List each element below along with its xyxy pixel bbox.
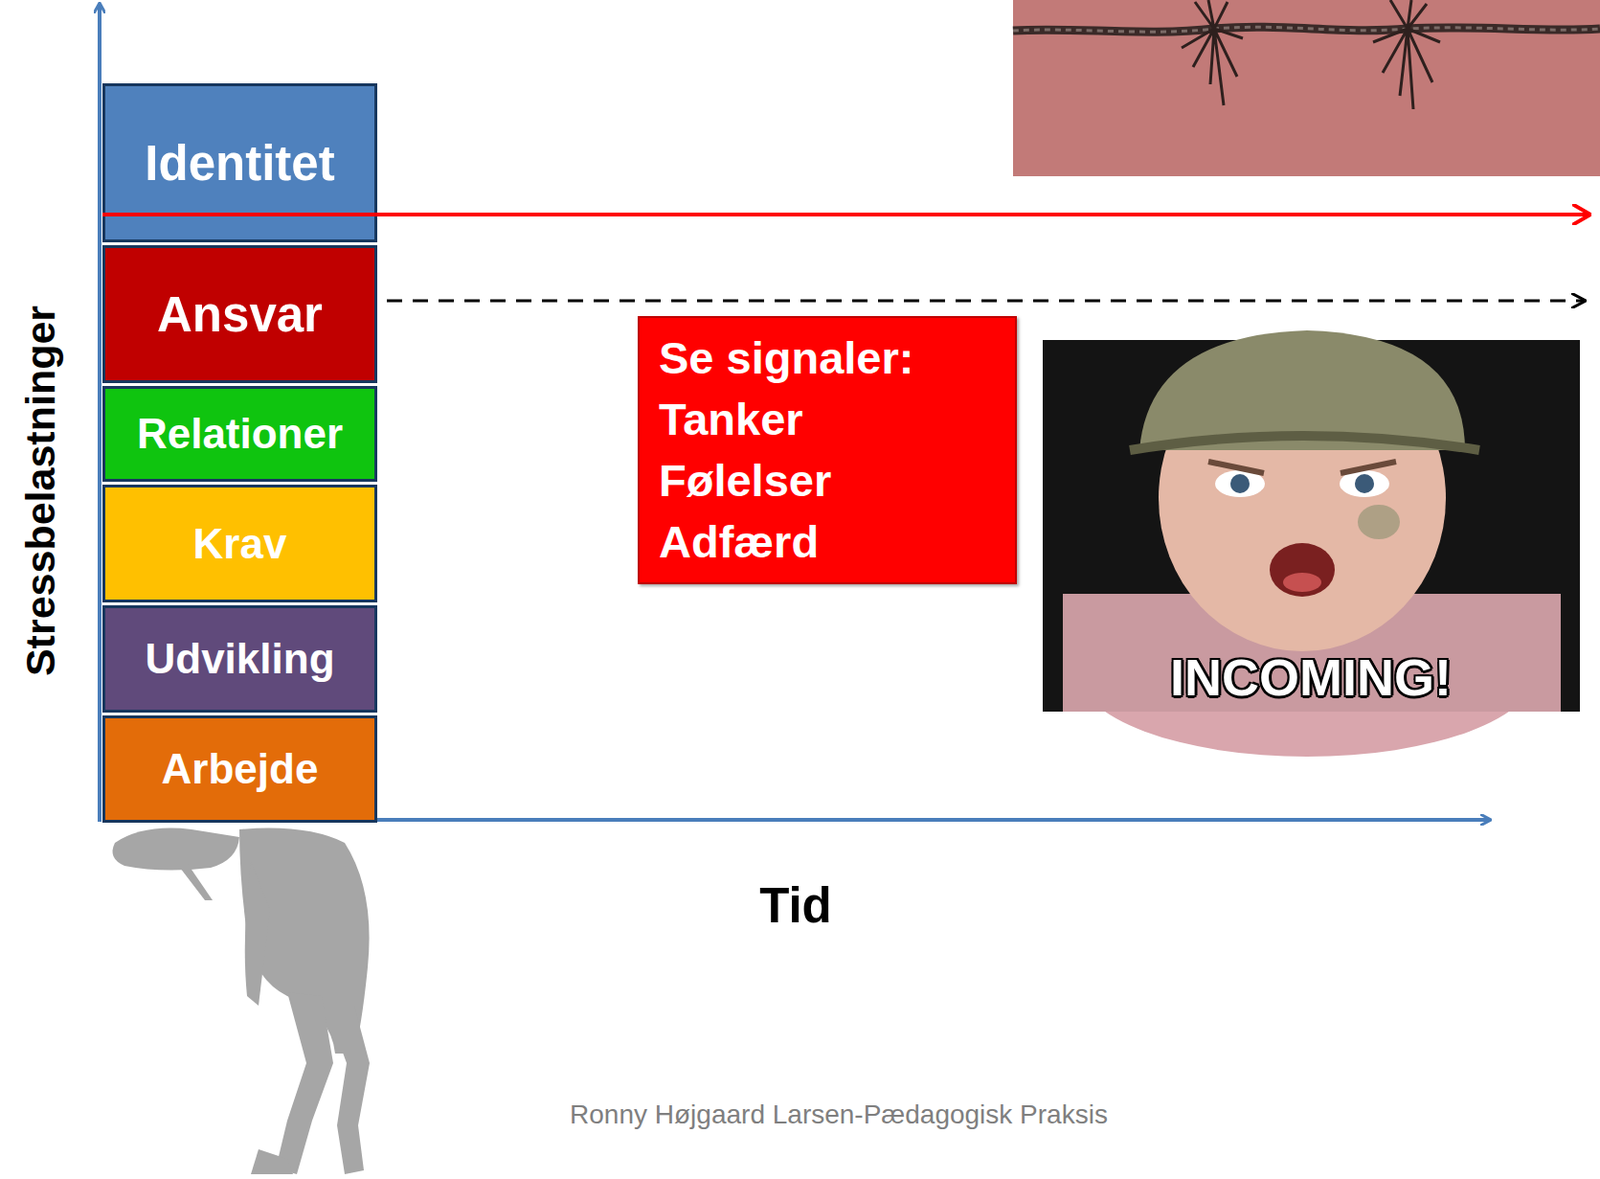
signals-item: Adfærd	[658, 511, 1002, 573]
identity-box: Identitet	[102, 83, 378, 243]
box-label: Ansvar	[157, 286, 323, 343]
responsibility-box: Ansvar	[102, 245, 378, 384]
signals-box: Se signaler:TankerFølelserAdfærd	[637, 315, 1017, 585]
box-label: Krav	[193, 519, 288, 568]
watermark: Ronny Højgaard Larsen-Pædagogisk Praksis	[569, 1099, 1108, 1130]
rope-picture	[1013, 0, 1600, 177]
y-axis-title: Stressbelastninger	[18, 304, 66, 676]
signals-item: Følelser	[658, 450, 1002, 512]
work-box: Arbejde	[102, 715, 378, 823]
box-label: Arbejde	[161, 744, 319, 793]
development-box: Udvikling	[102, 605, 378, 713]
signals-item: Tanker	[658, 388, 1002, 451]
signals-heading: Se signaler:	[658, 327, 1002, 389]
relations-box: Relationer	[102, 385, 378, 482]
box-label: Identitet	[144, 135, 335, 192]
demands-box: Krav	[102, 484, 378, 603]
box-label: Relationer	[136, 409, 343, 458]
bent-person	[112, 828, 370, 1174]
photo-caption: INCOMING!	[1170, 647, 1452, 707]
y-axis	[97, 3, 102, 822]
baby-photo	[1042, 330, 1580, 757]
box-label: Udvikling	[144, 634, 335, 683]
x-axis-title: Tid	[759, 877, 833, 934]
x-axis	[377, 817, 1490, 822]
